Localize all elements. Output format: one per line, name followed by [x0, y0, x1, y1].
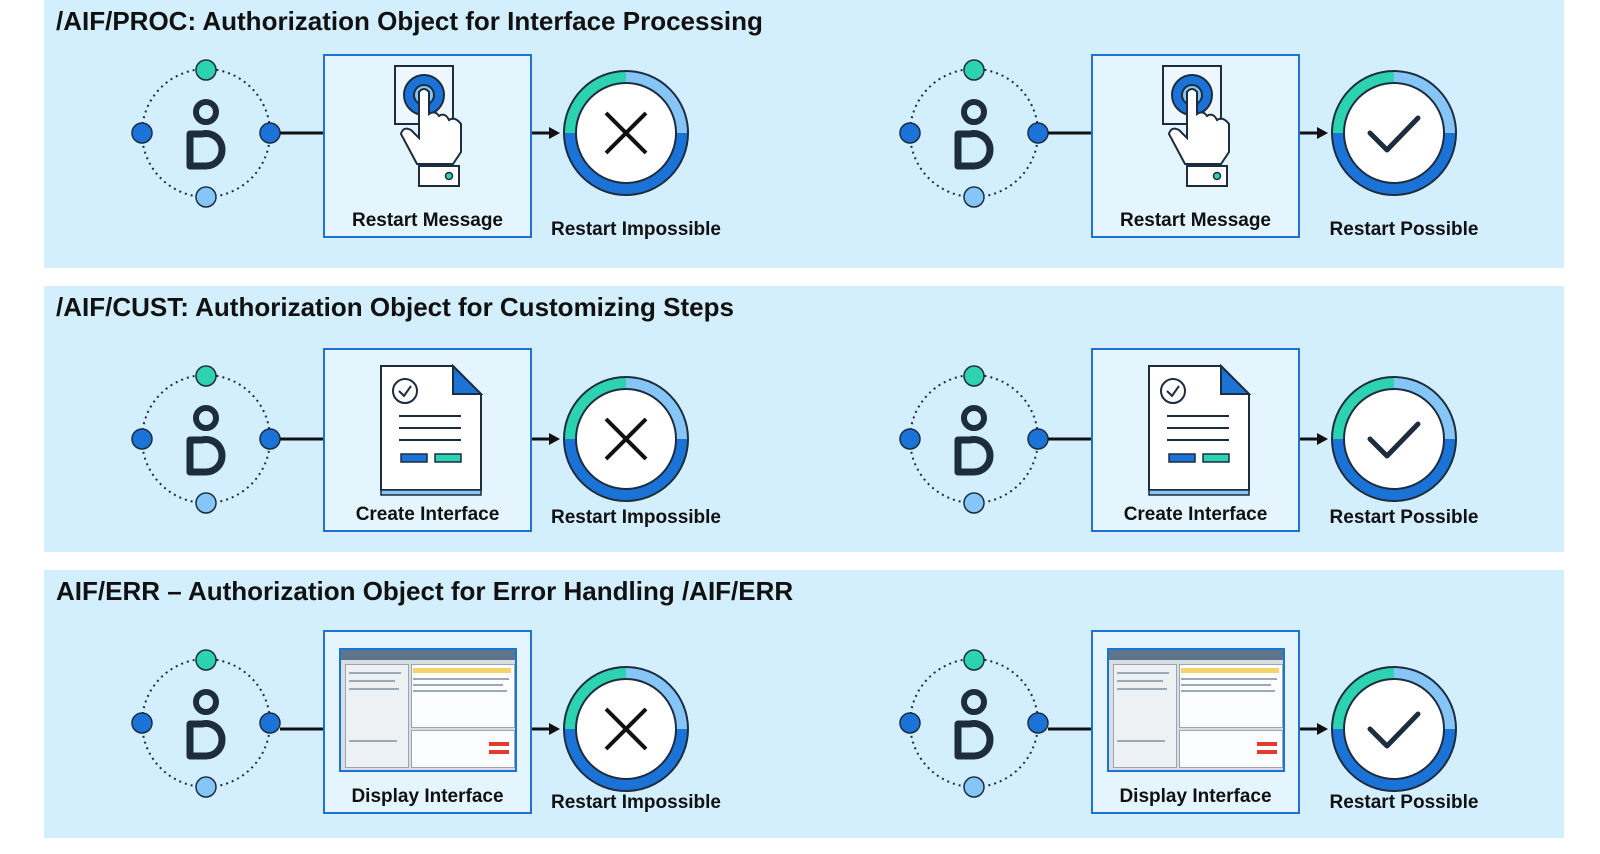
document-icon	[1148, 363, 1252, 496]
section-error-handling: AIF/ERR – Authorization Object for Error…	[44, 570, 1564, 838]
result-ring	[563, 666, 689, 792]
user-icon	[899, 649, 1049, 798]
document-icon	[380, 363, 484, 496]
flow-restart-possible: Restart Message Restart Possible	[812, 40, 1532, 250]
result-ring	[563, 376, 689, 502]
action-box: Create Interface	[323, 348, 532, 532]
result-label: Restart Impossible	[551, 792, 721, 813]
flow-restart-possible: Create Interface Restart Possible	[812, 346, 1532, 556]
section-customizing-steps: /AIF/CUST: Authorization Object for Cust…	[44, 286, 1564, 552]
result-label: Restart Impossible	[551, 219, 721, 240]
result-ring	[1331, 666, 1457, 792]
action-box: Display Interface	[323, 630, 532, 814]
section-title: /AIF/PROC: Authorization Object for Inte…	[56, 6, 763, 36]
flow-diagram	[131, 59, 689, 208]
result-ring	[563, 70, 689, 196]
flow-diagram	[899, 649, 1457, 798]
cross-icon	[604, 111, 648, 155]
section-interface-processing: /AIF/PROC: Authorization Object for Inte…	[44, 0, 1564, 268]
result-label: Restart Impossible	[551, 507, 721, 528]
screen-thumbnail-icon	[339, 648, 517, 772]
action-label: Display Interface	[351, 786, 504, 807]
user-icon	[131, 59, 281, 208]
user-icon	[131, 365, 281, 514]
user-icon	[899, 59, 1049, 208]
result-label: Restart Possible	[1329, 219, 1479, 240]
action-label: Create Interface	[1123, 504, 1268, 525]
action-label: Display Interface	[1119, 786, 1272, 807]
user-icon	[899, 365, 1049, 514]
flow-restart-possible: Display Interface Restart Possible	[812, 630, 1532, 840]
action-box: Create Interface	[1091, 348, 1300, 532]
check-icon	[1367, 115, 1421, 153]
action-box: Restart Message	[323, 54, 532, 238]
result-label: Restart Possible	[1329, 792, 1479, 813]
action-box: Display Interface	[1091, 630, 1300, 814]
result-ring	[1331, 70, 1457, 196]
hand-pressing-button-icon	[394, 65, 462, 187]
result-label: Restart Possible	[1329, 507, 1479, 528]
user-icon	[131, 649, 281, 798]
flow-diagram	[131, 365, 689, 514]
cross-icon	[604, 417, 648, 461]
action-box: Restart Message	[1091, 54, 1300, 238]
action-label: Restart Message	[1119, 210, 1272, 231]
flow-restart-impossible: Restart Message Restart Impossible	[44, 40, 764, 250]
check-icon	[1367, 711, 1421, 749]
cross-icon	[604, 707, 648, 751]
action-label: Create Interface	[355, 504, 500, 525]
section-title: /AIF/CUST: Authorization Object for Cust…	[56, 292, 734, 322]
check-icon	[1367, 421, 1421, 459]
hand-pressing-button-icon	[1162, 65, 1230, 187]
screen-thumbnail-icon	[1107, 648, 1285, 772]
result-ring	[1331, 376, 1457, 502]
section-title: AIF/ERR – Authorization Object for Error…	[56, 576, 794, 606]
flow-restart-impossible: Create Interface Restart Impossible	[44, 346, 764, 556]
flow-restart-impossible: Display Interface Restart Impossible	[44, 630, 764, 840]
action-label: Restart Message	[351, 210, 504, 231]
